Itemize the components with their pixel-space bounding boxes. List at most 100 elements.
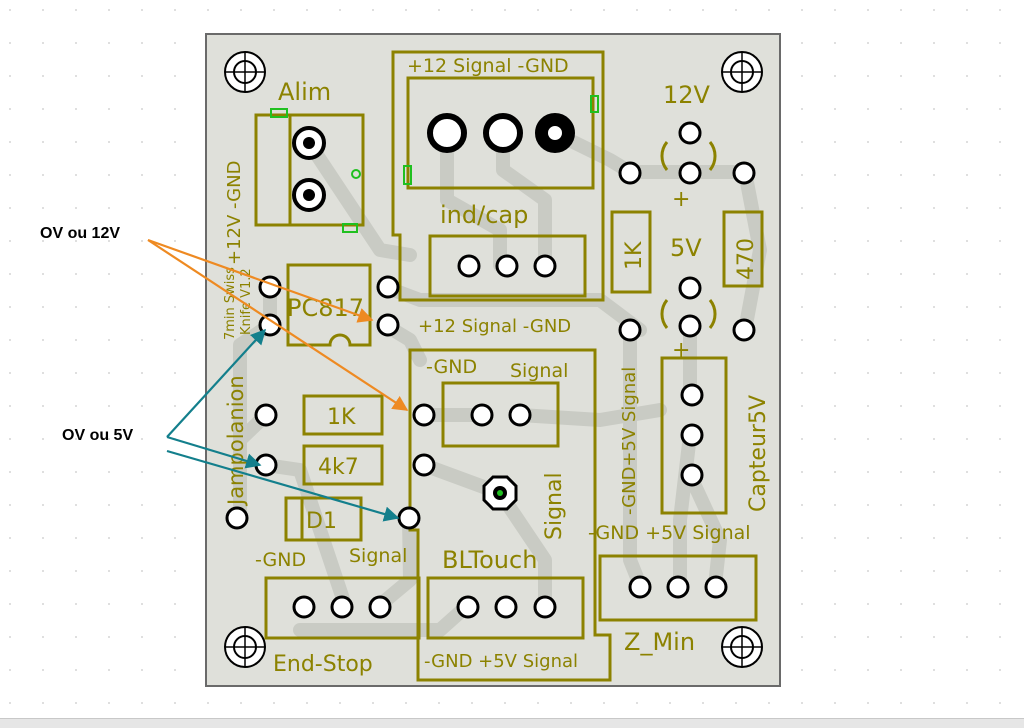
grid-dot bbox=[768, 9, 770, 11]
grid-dot bbox=[867, 570, 869, 572]
grid-dot bbox=[174, 174, 176, 176]
grid-dot bbox=[9, 405, 11, 407]
grid-dot bbox=[9, 471, 11, 473]
grid-dot bbox=[867, 207, 869, 209]
grid-dot bbox=[801, 108, 803, 110]
grid-dot bbox=[735, 9, 737, 11]
grid-dot bbox=[141, 339, 143, 341]
grid-dot bbox=[999, 405, 1001, 407]
diode-d1-outline bbox=[284, 496, 363, 542]
grid-dot bbox=[174, 339, 176, 341]
mounting-hole bbox=[721, 51, 763, 93]
grid-dot bbox=[999, 174, 1001, 176]
grid-dot bbox=[9, 141, 11, 143]
grid-dot bbox=[42, 702, 44, 704]
pad bbox=[427, 113, 467, 153]
grid-dot bbox=[933, 108, 935, 110]
grid-dot bbox=[900, 570, 902, 572]
z-min-label: Z_Min bbox=[624, 628, 695, 656]
grid-dot bbox=[42, 42, 44, 44]
grid-dot bbox=[834, 570, 836, 572]
alim-pins-label: +12V -GND bbox=[224, 161, 245, 265]
grid-dot bbox=[42, 108, 44, 110]
grid-dot bbox=[834, 108, 836, 110]
grid-dot bbox=[966, 75, 968, 77]
grid-dot bbox=[999, 42, 1001, 44]
grid-dot bbox=[900, 471, 902, 473]
grid-dot bbox=[174, 702, 176, 704]
grid-dot bbox=[108, 471, 110, 473]
grid-dot bbox=[999, 9, 1001, 11]
grid-dot bbox=[933, 174, 935, 176]
grid-dot bbox=[174, 273, 176, 275]
grid-dot bbox=[471, 9, 473, 11]
grid-dot bbox=[867, 273, 869, 275]
grid-dot bbox=[372, 702, 374, 704]
resistor-1k-left-outline bbox=[302, 394, 384, 436]
grid-dot bbox=[933, 603, 935, 605]
grid-dot bbox=[933, 636, 935, 638]
grid-dot bbox=[867, 141, 869, 143]
grid-dot bbox=[240, 9, 242, 11]
grid-dot bbox=[966, 603, 968, 605]
grid-dot bbox=[75, 207, 77, 209]
grid-dot bbox=[273, 9, 275, 11]
grid-dot bbox=[9, 669, 11, 671]
grid-dot bbox=[42, 603, 44, 605]
grid-dot bbox=[900, 75, 902, 77]
grid-dot bbox=[207, 702, 209, 704]
pad bbox=[732, 318, 756, 342]
grid-dot bbox=[801, 141, 803, 143]
grid-dot bbox=[966, 240, 968, 242]
grid-dot bbox=[900, 108, 902, 110]
grid-dot bbox=[75, 669, 77, 671]
grid-dot bbox=[9, 9, 11, 11]
grid-dot bbox=[42, 339, 44, 341]
grid-dot bbox=[900, 636, 902, 638]
bl-header-gnd-label: -GND bbox=[426, 356, 477, 378]
grid-dot bbox=[999, 108, 1001, 110]
plus-top-label: + bbox=[672, 187, 690, 212]
endstop-header-outline bbox=[264, 576, 421, 640]
grid-dot bbox=[75, 42, 77, 44]
note-5v: OV ou 5V bbox=[62, 427, 133, 444]
grid-dot bbox=[966, 174, 968, 176]
pad bbox=[303, 137, 315, 149]
grid-dot bbox=[75, 603, 77, 605]
grid-dot bbox=[141, 669, 143, 671]
grid-dot bbox=[768, 702, 770, 704]
grid-dot bbox=[966, 702, 968, 704]
grid-dot bbox=[75, 570, 77, 572]
grid-dot bbox=[9, 108, 11, 110]
pad bbox=[494, 595, 518, 619]
grid-dot bbox=[735, 702, 737, 704]
grid-dot bbox=[966, 669, 968, 671]
endstop-signal-label: Signal bbox=[349, 545, 407, 567]
grid-dot bbox=[174, 537, 176, 539]
pad bbox=[533, 254, 557, 278]
pad bbox=[680, 463, 704, 487]
grid-dot bbox=[933, 273, 935, 275]
grid-dot bbox=[933, 141, 935, 143]
grid-dot bbox=[867, 603, 869, 605]
grid-dot bbox=[75, 471, 77, 473]
grid-dot bbox=[867, 339, 869, 341]
grid-dot bbox=[9, 537, 11, 539]
pad bbox=[678, 161, 702, 185]
grid-dot bbox=[9, 570, 11, 572]
grid-dot bbox=[42, 636, 44, 638]
grid-dot bbox=[108, 636, 110, 638]
grid-dot bbox=[42, 75, 44, 77]
grid-dot bbox=[108, 108, 110, 110]
grid-dot bbox=[108, 75, 110, 77]
grid-dot bbox=[504, 702, 506, 704]
resistor-4k7-outline bbox=[302, 444, 384, 486]
grid-dot bbox=[966, 636, 968, 638]
grid-dot bbox=[900, 207, 902, 209]
grid-dot bbox=[669, 9, 671, 11]
grid-dot bbox=[999, 570, 1001, 572]
ind-cap-label: ind/cap bbox=[440, 201, 528, 229]
grid-dot bbox=[141, 108, 143, 110]
grid-dot bbox=[801, 570, 803, 572]
alim-label: Alim bbox=[278, 78, 331, 106]
